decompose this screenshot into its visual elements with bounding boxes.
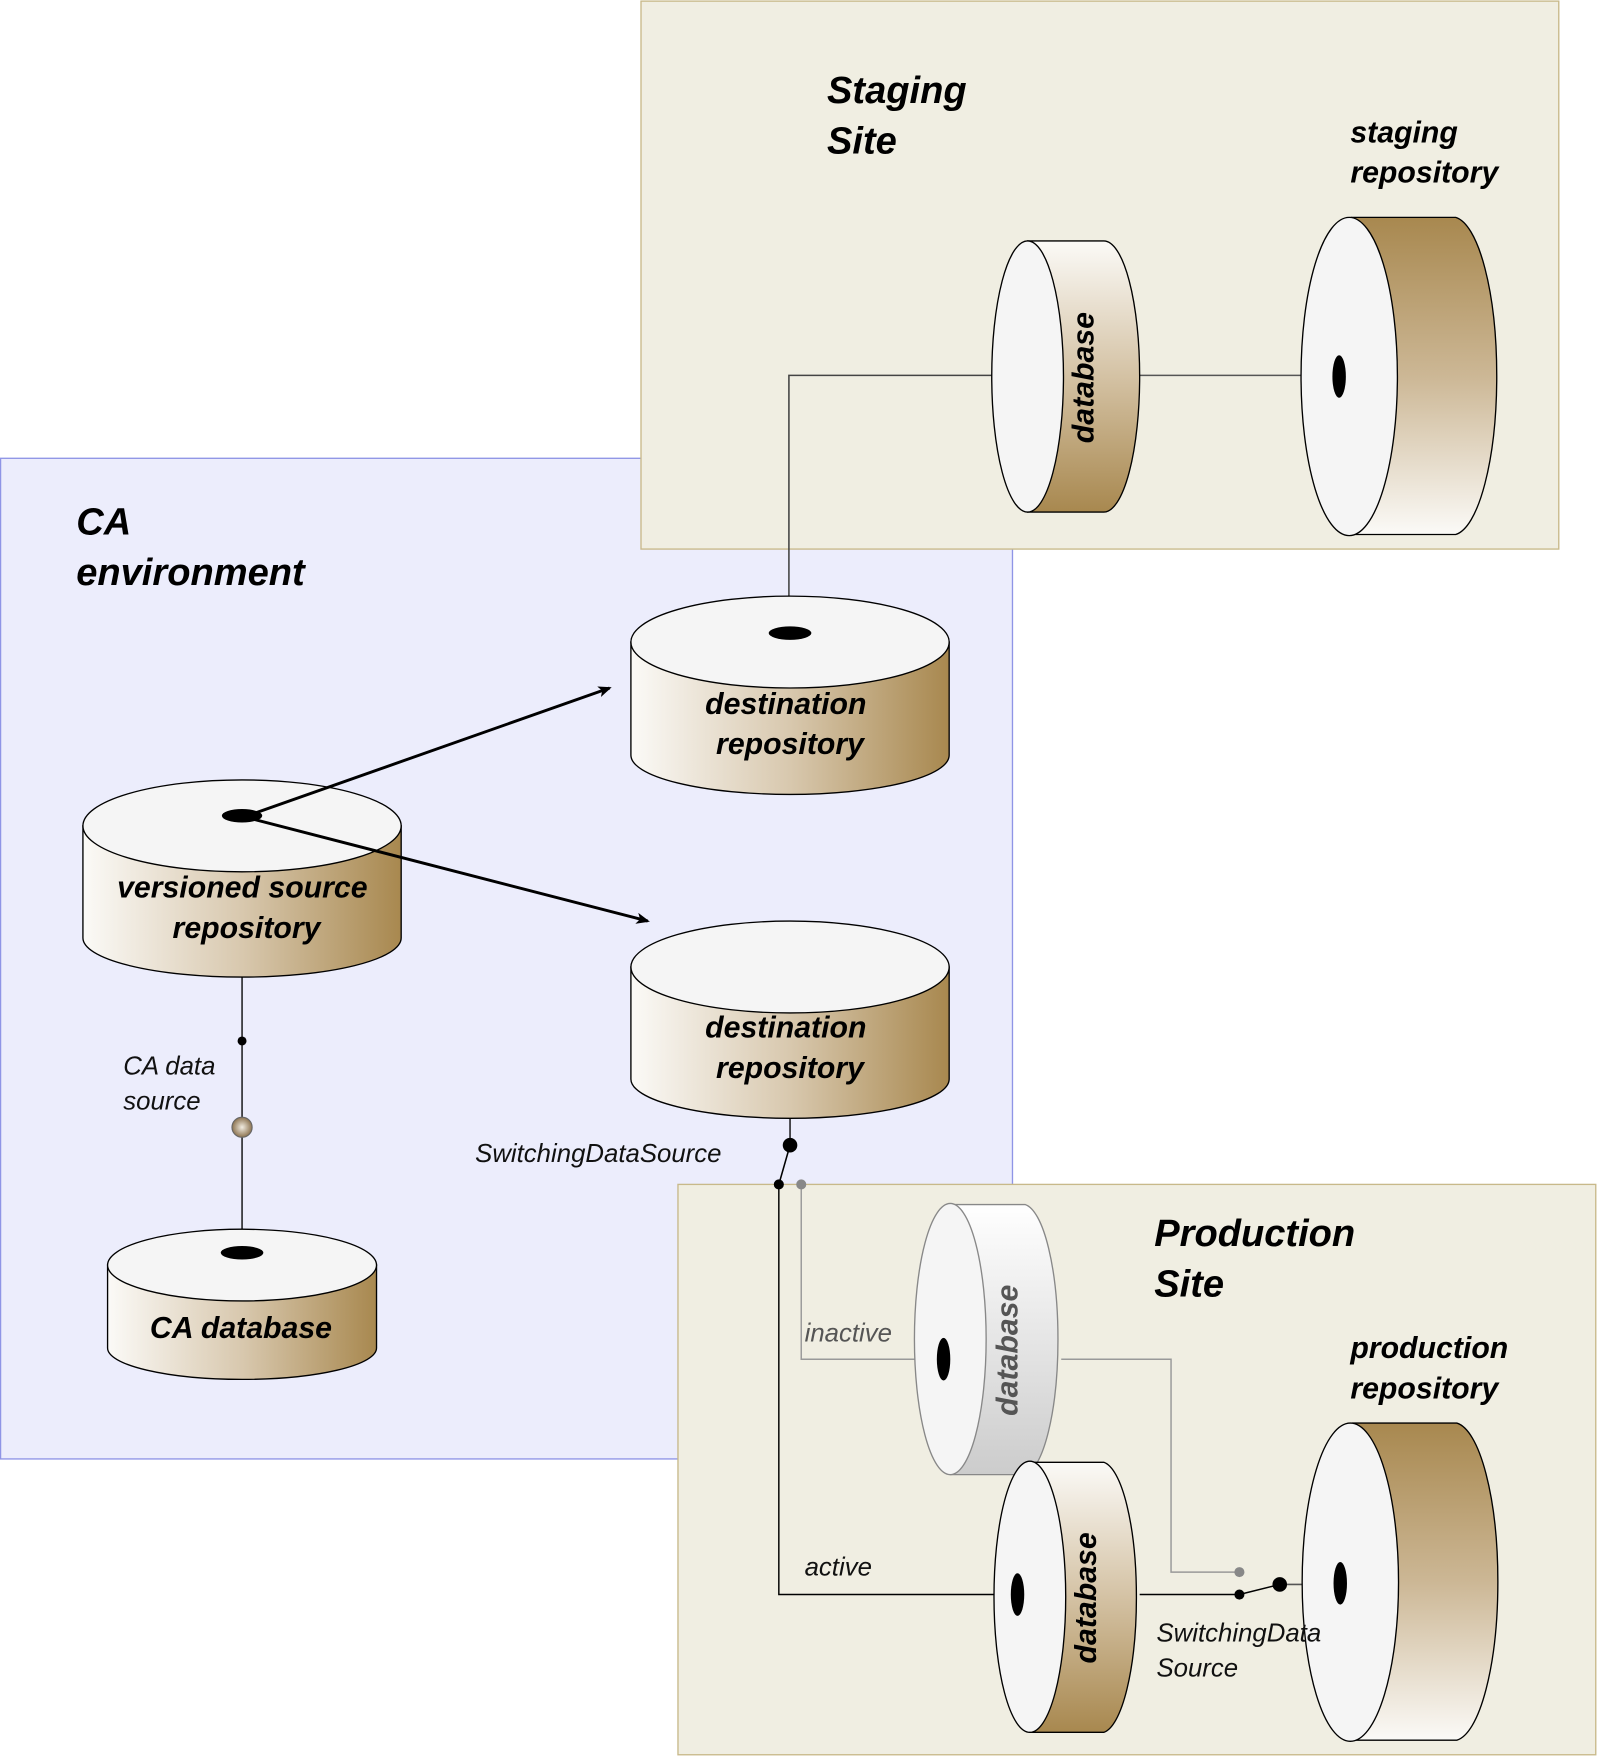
staging-repository-label: staging repository bbox=[1350, 116, 1500, 189]
ca-database-label: CA database bbox=[150, 1312, 332, 1345]
active-label: active bbox=[805, 1553, 872, 1581]
svg-text:versioned source reposit: versioned source repository bbox=[117, 872, 376, 945]
production-repository-label-line1: production bbox=[1349, 1332, 1508, 1365]
switching-data-source-prod-line2: Source bbox=[1156, 1654, 1238, 1682]
connector-inactive-path bbox=[800, 1184, 944, 1360]
production-title-line1: Production bbox=[1154, 1213, 1355, 1255]
versioned-source-label-line2: repository bbox=[173, 912, 323, 945]
switch-contact-active bbox=[773, 1179, 784, 1190]
staging-database-cylinder[interactable]: database bbox=[991, 240, 1141, 513]
svg-text:destination repository: destination repository bbox=[705, 688, 875, 761]
ca-database-cylinder[interactable]: CA database bbox=[106, 1228, 378, 1381]
port-icon bbox=[1333, 1562, 1347, 1605]
production-repository-label-line2: repository bbox=[1350, 1372, 1500, 1405]
ca-data-source-dot bbox=[237, 1036, 247, 1046]
staging-site-title: Staging Site bbox=[827, 70, 977, 162]
port-icon bbox=[1332, 355, 1346, 398]
ca-data-source-label-line1: CA data bbox=[123, 1053, 215, 1081]
connector-active-path bbox=[778, 1184, 1018, 1596]
switch-contact-inactive bbox=[796, 1179, 807, 1190]
switching-data-source-ca-label: SwitchingDataSource bbox=[475, 1140, 721, 1168]
switch-contact-inactive-prod bbox=[1234, 1567, 1245, 1578]
destination-top-label-line2: repository bbox=[716, 728, 866, 761]
production-database-active-label: database bbox=[1070, 1532, 1103, 1663]
staging-repository-label-line2: repository bbox=[1350, 157, 1500, 190]
destination-top-label-line1: destination bbox=[705, 688, 866, 721]
ca-data-source-knob[interactable] bbox=[231, 1116, 253, 1138]
inactive-label: inactive bbox=[805, 1319, 892, 1347]
destination-bottom-label-line2: repository bbox=[716, 1052, 866, 1085]
port-icon bbox=[936, 1337, 951, 1381]
arrow-to-destination-bottom bbox=[243, 815, 650, 924]
production-title-line2: Site bbox=[1154, 1263, 1224, 1305]
destination-repository-top-cylinder[interactable]: destination repository bbox=[630, 595, 950, 796]
switching-data-source-prod-line1: SwitchingData bbox=[1156, 1620, 1321, 1648]
svg-text:destination repository: destination repository bbox=[705, 1012, 875, 1085]
switch-pivot-ca[interactable] bbox=[782, 1137, 798, 1153]
production-database-active-cylinder[interactable]: database bbox=[993, 1460, 1138, 1734]
staging-title-line1: Staging bbox=[827, 70, 967, 112]
staging-title-line2: Site bbox=[827, 121, 897, 163]
production-database-inactive-cylinder[interactable]: database bbox=[913, 1202, 1059, 1476]
port-icon bbox=[768, 626, 812, 640]
connector-destination-to-staging-db bbox=[788, 374, 992, 634]
versioned-source-repository-cylinder[interactable]: versioned source repository bbox=[82, 779, 402, 978]
staging-repository-cylinder[interactable] bbox=[1300, 216, 1498, 537]
production-repository-cylinder[interactable] bbox=[1301, 1422, 1499, 1742]
port-icon bbox=[1010, 1573, 1025, 1616]
ca-data-source-label: CA data source bbox=[123, 1053, 222, 1116]
destination-bottom-label-line1: destination bbox=[705, 1012, 866, 1045]
production-repository-label: production repository bbox=[1349, 1332, 1516, 1405]
staging-database-label: database bbox=[1068, 312, 1101, 443]
switching-data-source-production-label: SwitchingData Source bbox=[1156, 1620, 1328, 1683]
arrow-to-destination-top bbox=[243, 686, 612, 819]
connector-inactive-db-to-switch bbox=[1061, 1358, 1240, 1573]
ca-environment-title: CA environment bbox=[76, 501, 306, 593]
ca-title-line1: CA bbox=[76, 501, 131, 543]
ca-title-line2: environment bbox=[76, 552, 306, 594]
production-database-inactive-label: database bbox=[992, 1285, 1025, 1416]
production-site-title: Production Site bbox=[1154, 1213, 1366, 1305]
port-icon bbox=[220, 1246, 264, 1260]
destination-repository-bottom-cylinder[interactable]: destination repository bbox=[630, 920, 950, 1119]
ca-data-source-label-line2: source bbox=[123, 1087, 200, 1115]
switch-contact-active-prod bbox=[1234, 1589, 1245, 1600]
switch-pivot-production[interactable] bbox=[1272, 1577, 1288, 1592]
staging-repository-label-line1: staging bbox=[1350, 116, 1458, 149]
versioned-source-label-line1: versioned source bbox=[117, 872, 368, 905]
